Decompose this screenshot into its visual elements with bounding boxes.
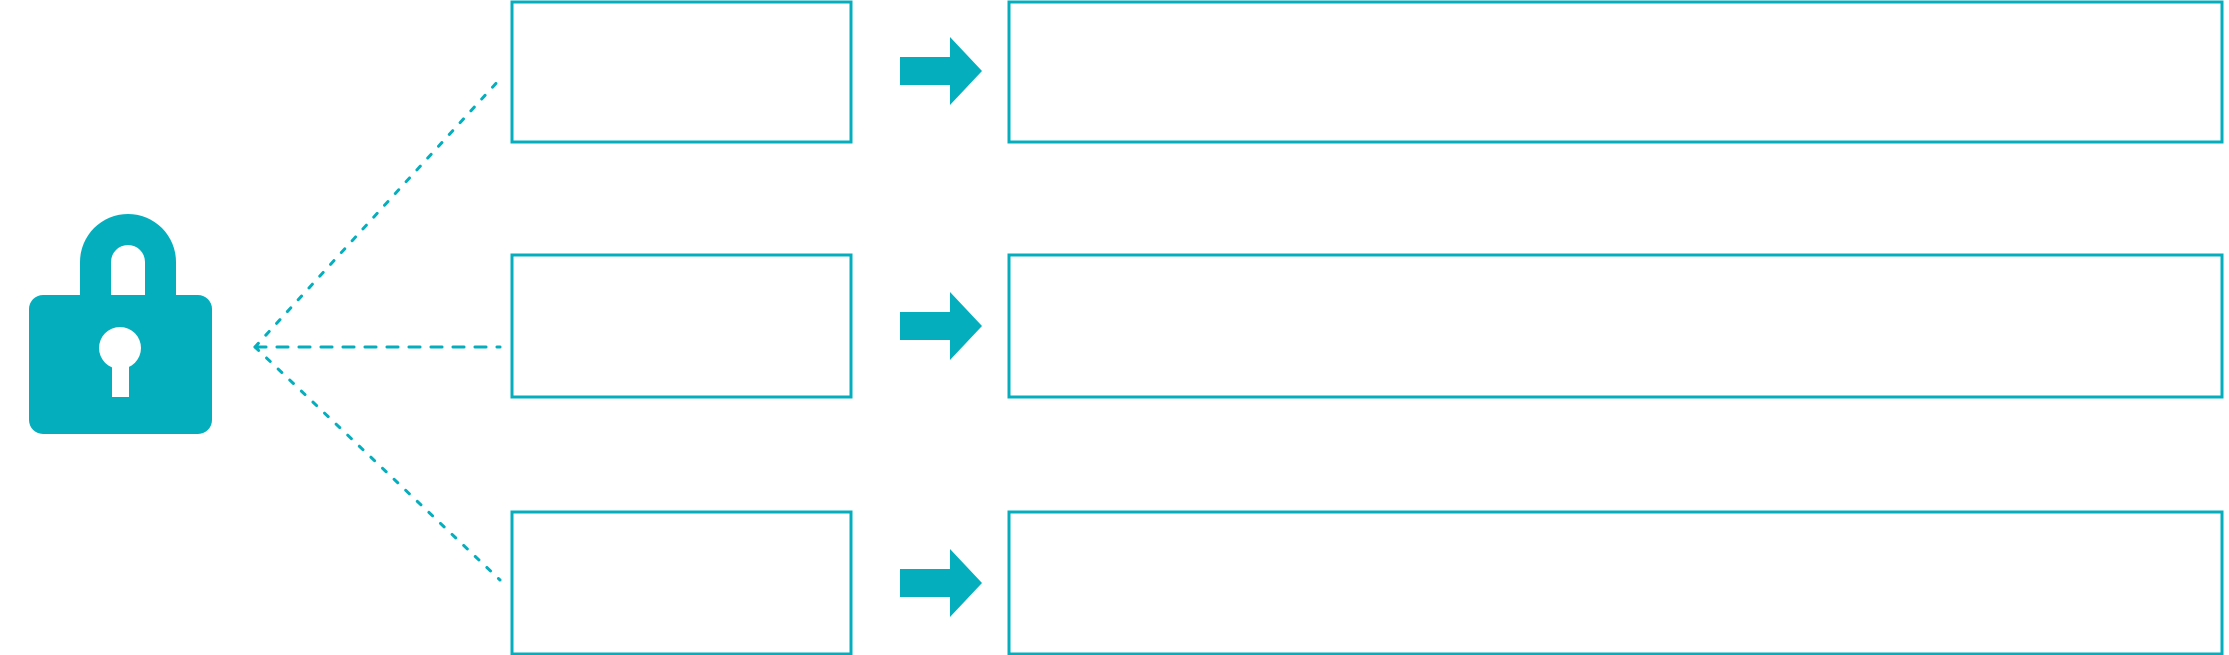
stage-one-box-row-3[interactable] — [510, 510, 853, 655]
connector-lines — [253, 77, 502, 582]
lock-icon — [29, 214, 212, 434]
connector-line-bottom — [253, 345, 502, 582]
stage-one-box-row-1[interactable] — [510, 0, 853, 144]
arrow-right-icon-row-2 — [900, 292, 982, 360]
stage-two-box-row-3[interactable] — [1007, 510, 2224, 655]
stage-two-box-row-1[interactable] — [1007, 0, 2224, 144]
arrow-right-icon-row-3 — [900, 549, 982, 617]
connector-line-top — [253, 77, 502, 349]
arrow-right-icon-row-1 — [900, 37, 982, 105]
stage-two-box-row-2[interactable] — [1007, 253, 2224, 399]
stage-one-box-row-2[interactable] — [510, 253, 853, 399]
